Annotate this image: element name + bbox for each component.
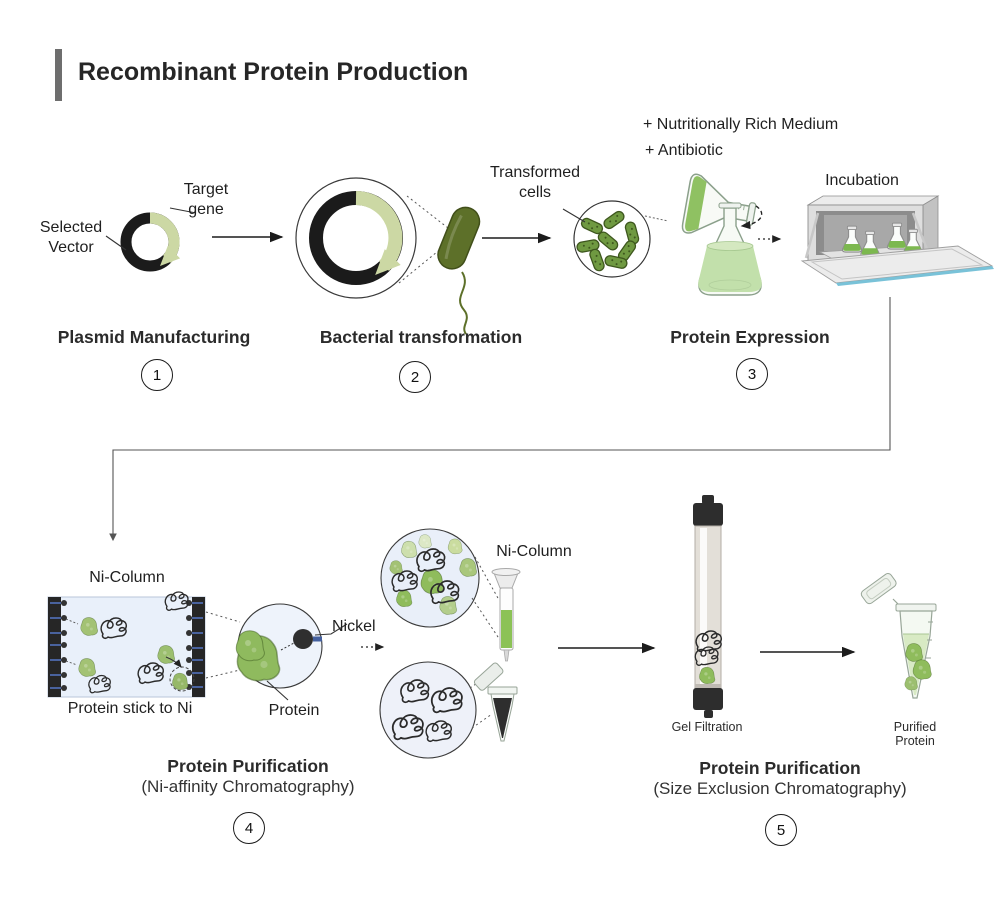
ni-spin-column-icon — [491, 568, 521, 662]
label-target-gene: Target gene — [183, 181, 229, 219]
flagellum — [459, 271, 468, 335]
incubator-icon — [800, 195, 994, 286]
plasmid-icon — [105, 207, 197, 272]
waste-tube-icon — [473, 662, 518, 742]
page-title: Recombinant Protein Production — [78, 58, 469, 86]
nickel-binding-detail-icon — [235, 603, 348, 701]
label-protein-stick: Protein stick to Ni — [67, 700, 193, 717]
culture-flask-icon — [698, 202, 762, 296]
label-protein: Protein — [268, 702, 320, 719]
step5-subtitle: (Size Exclusion Chromatography) — [653, 779, 907, 798]
ni-column-box-icon — [47, 591, 241, 698]
flow-connector-elbow — [109, 297, 891, 542]
label-antibiotic: + Antibiotic — [645, 142, 723, 159]
title-accent-bar — [55, 49, 62, 101]
transformation-icon — [295, 177, 481, 335]
step1-title: Plasmid Manufacturing — [57, 327, 251, 347]
step3-number: 3 — [736, 358, 768, 390]
label-selected-vector: Selected Vector — [39, 219, 103, 257]
step5-title: Protein Purification — [699, 758, 861, 778]
label-ni-column-left: Ni-Column — [89, 569, 165, 586]
transformed-cells-icon — [562, 200, 669, 278]
label-transformed-cells: Transformed cells — [489, 164, 581, 202]
pour-arrow — [740, 205, 763, 230]
step1-number: 1 — [141, 359, 173, 391]
step4-title: Protein Purification — [167, 756, 329, 776]
step5-number: 5 — [765, 814, 797, 846]
label-incubation: Incubation — [825, 172, 899, 189]
label-nickel: Nickel — [332, 618, 376, 635]
label-ni-column-mid: Ni-Column — [496, 543, 572, 560]
step4-subtitle: (Ni-affinity Chromatography) — [141, 777, 355, 796]
nickel-bead — [293, 629, 313, 649]
bound-fraction-circle-icon — [380, 528, 501, 641]
step3-title: Protein Expression — [670, 327, 830, 347]
purified-protein-tube-icon — [860, 573, 937, 699]
flowthrough-circle-icon — [379, 661, 493, 759]
gel-filtration-column-icon — [693, 495, 723, 718]
label-rich-medium: + Nutritionally Rich Medium — [643, 116, 839, 133]
label-purified-protein: Purified Protein — [893, 720, 937, 748]
step2-title: Bacterial transformation — [319, 327, 523, 347]
label-gel-filtration: Gel Filtration — [671, 720, 743, 734]
step4-number: 4 — [233, 812, 265, 844]
step2-number: 2 — [399, 361, 431, 393]
bacterium-icon — [437, 206, 481, 270]
